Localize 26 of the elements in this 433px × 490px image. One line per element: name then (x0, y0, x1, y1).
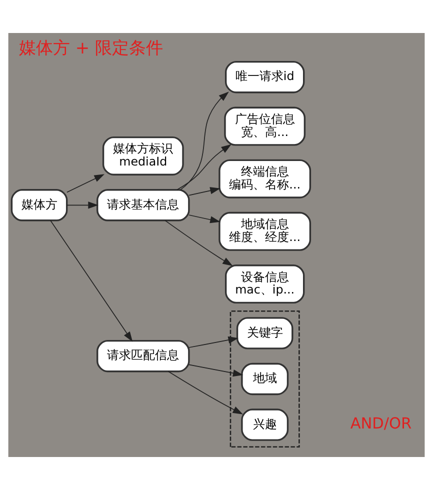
arrow (188, 187, 220, 196)
arrow (168, 370, 243, 414)
node-box: 唯一请求id (224, 60, 305, 94)
arrow (66, 174, 104, 193)
node-box: 请求基本信息 (96, 189, 190, 222)
node-box: 终端信息 编码、名称... (218, 159, 312, 198)
cluster (230, 310, 300, 448)
node-box: 地域信息 维度、经度... (218, 212, 312, 251)
node-box: 兴趣 (241, 408, 289, 441)
arrow (50, 220, 133, 342)
node-box: 关键字 (236, 317, 294, 350)
diagram-title: 媒体方 + 限定条件 (19, 37, 163, 58)
node-box: 请求匹配信息 (96, 340, 190, 372)
label: AND/OR (350, 414, 412, 433)
node-box: 设备信息 mac、ip... (224, 264, 305, 304)
node-box: 地域 (241, 362, 289, 396)
arrow (188, 364, 244, 377)
arrow (180, 92, 229, 190)
node-box: 广告位信息 宽、高... (224, 106, 306, 146)
node-box: 媒体方 (10, 189, 68, 222)
arrow (188, 214, 220, 224)
arrow (176, 144, 232, 190)
arrow (164, 220, 233, 266)
node-box: 媒体方标识 mediaId (102, 136, 184, 176)
arrow (188, 336, 238, 348)
arrow (66, 202, 98, 209)
